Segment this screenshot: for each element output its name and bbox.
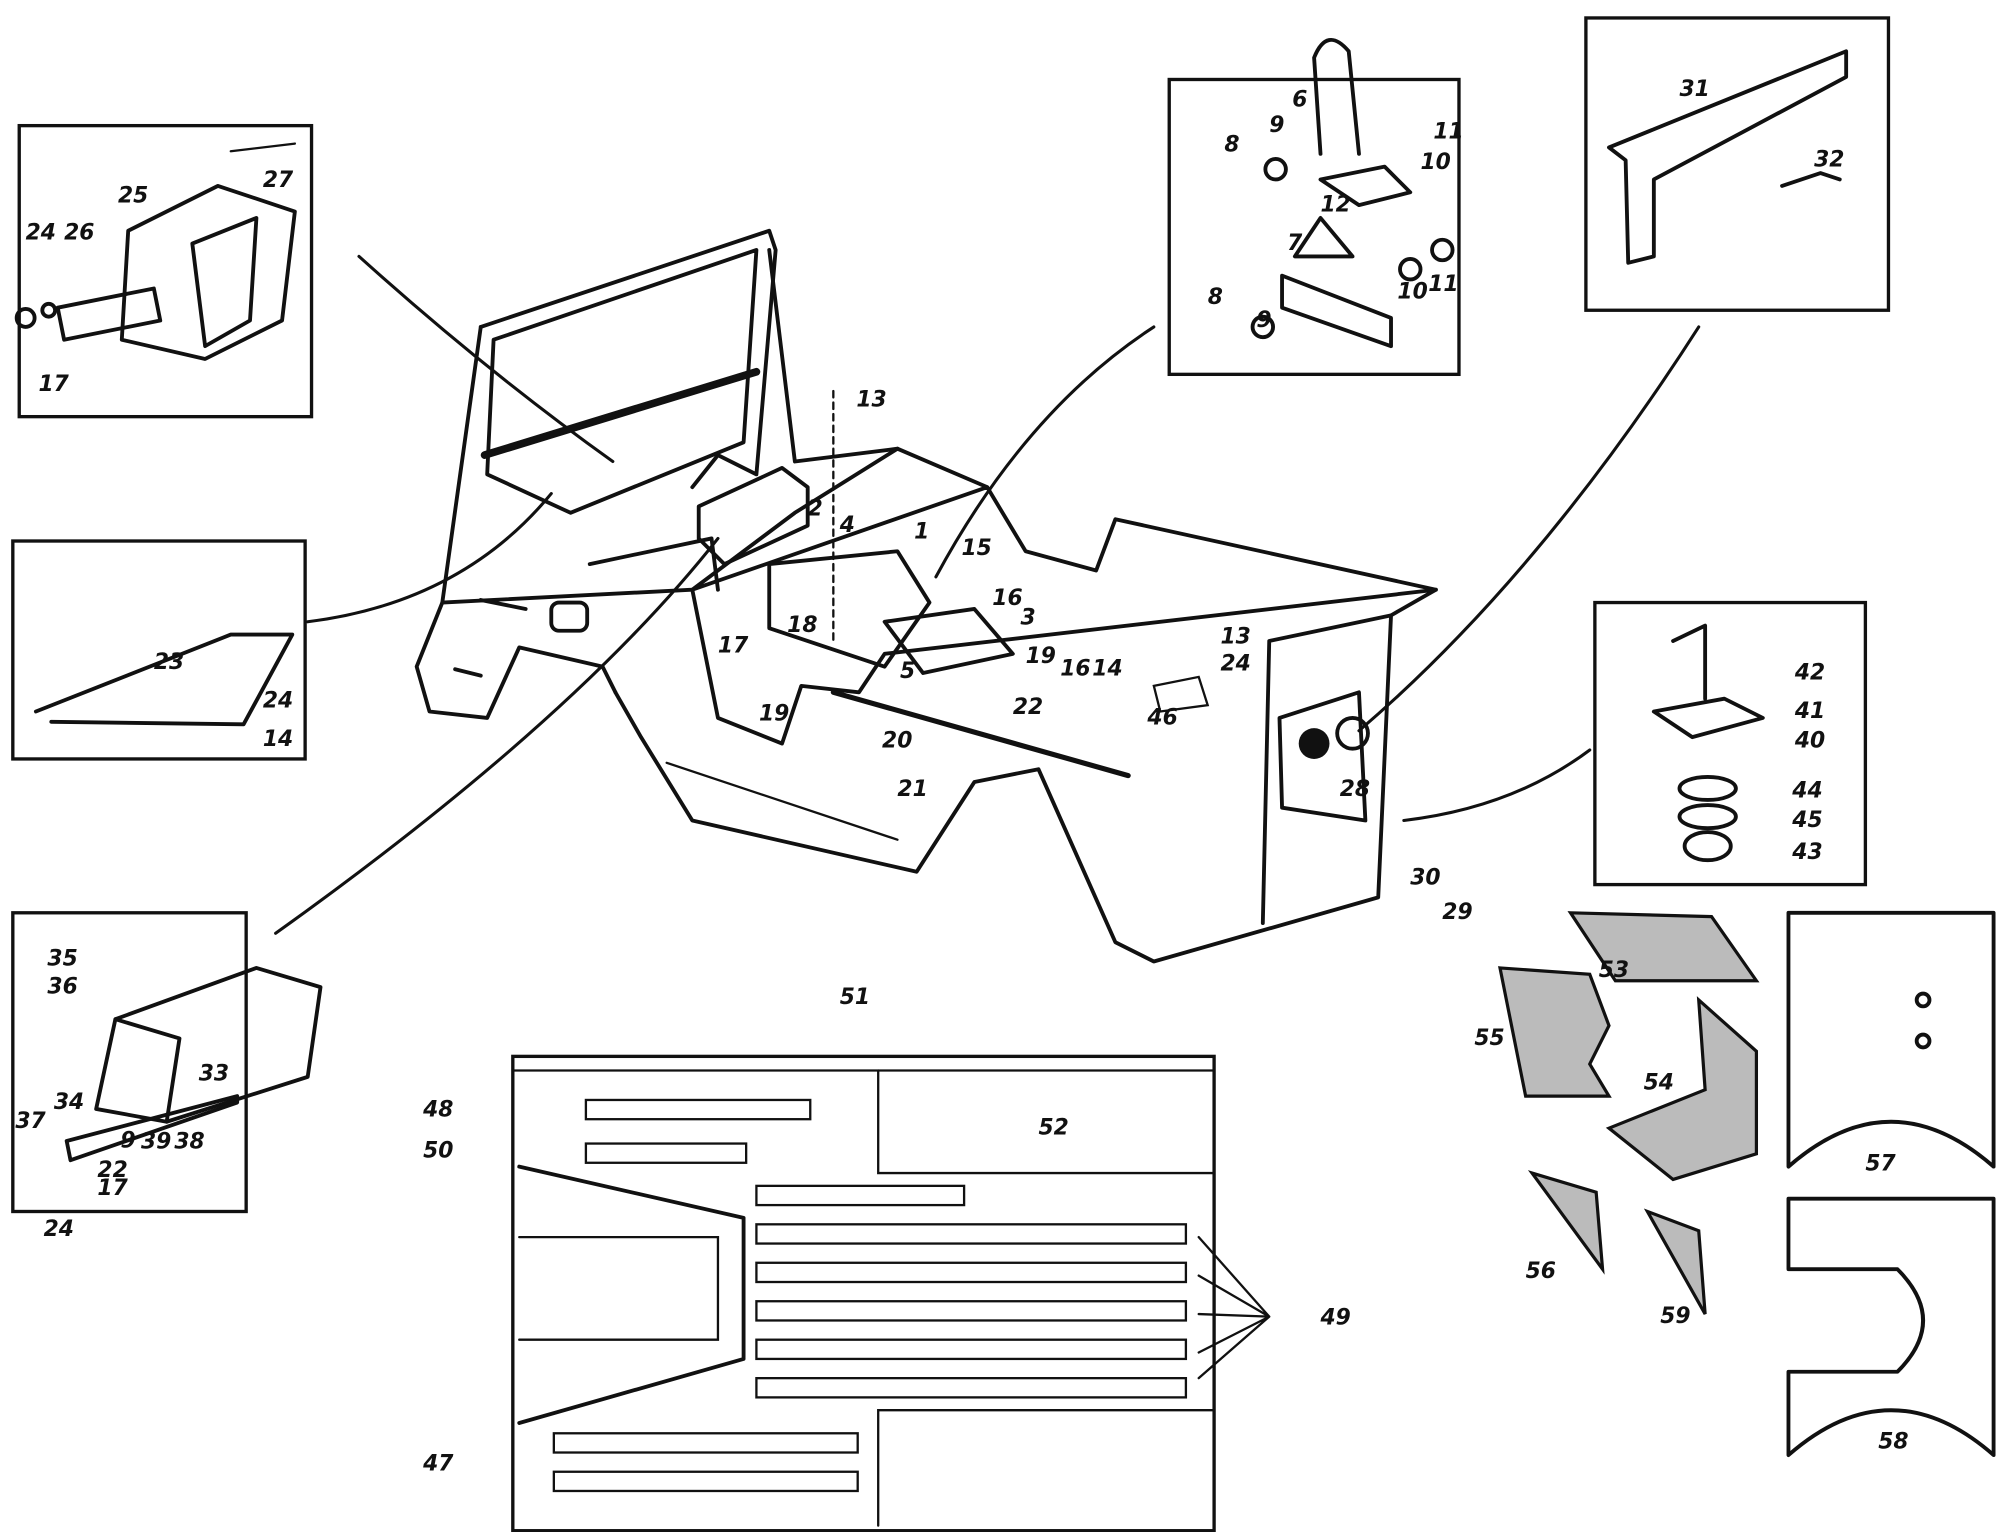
part-label: 59 bbox=[1660, 1304, 1690, 1329]
part-label: 22 bbox=[97, 1158, 127, 1183]
part-label: 24 bbox=[26, 221, 56, 246]
part-label: 13 bbox=[1221, 625, 1251, 650]
part-label: 44 bbox=[1791, 778, 1822, 803]
part-label: 19 bbox=[759, 701, 789, 726]
part-label: 48 bbox=[422, 1098, 453, 1123]
part-label: 41 bbox=[1794, 699, 1825, 724]
part-label: 24 bbox=[1221, 651, 1251, 676]
part-label: 55 bbox=[1474, 1026, 1504, 1051]
part-label: 53 bbox=[1599, 958, 1629, 983]
part-label: 50 bbox=[423, 1139, 453, 1164]
part-label: 29 bbox=[1442, 900, 1472, 925]
part-label: 4 bbox=[839, 513, 855, 538]
part-label: 11 bbox=[1428, 272, 1458, 297]
part-label: 49 bbox=[1320, 1305, 1351, 1330]
leader-curve bbox=[274, 536, 720, 935]
bolt-drawing bbox=[1780, 171, 1842, 188]
mount-bracket-drawing bbox=[14, 142, 297, 361]
part-label: 14 bbox=[263, 727, 293, 752]
part-label: 26 bbox=[64, 221, 94, 246]
part-label: 56 bbox=[1526, 1259, 1556, 1284]
part-label: 14 bbox=[1092, 657, 1122, 682]
part-label: 52 bbox=[1038, 1116, 1068, 1141]
part-label: 28 bbox=[1340, 777, 1370, 802]
part-label: 31 bbox=[1679, 77, 1709, 102]
part-label: 27 bbox=[263, 168, 294, 193]
part-label: 46 bbox=[1146, 705, 1177, 730]
leader-curve bbox=[357, 254, 615, 464]
part-label: 33 bbox=[199, 1062, 229, 1087]
panel-mount-bracket bbox=[17, 123, 314, 419]
leader-curve bbox=[306, 492, 553, 624]
part-label: 20 bbox=[882, 728, 912, 753]
part-label: 5 bbox=[900, 659, 915, 684]
part-label: 7 bbox=[1287, 231, 1303, 256]
part-label: 40 bbox=[1794, 728, 1825, 753]
part-label: 58 bbox=[1878, 1430, 1908, 1455]
rail-drawing bbox=[1607, 49, 1849, 265]
part-label: 21 bbox=[897, 777, 927, 802]
part-label: 12 bbox=[1321, 193, 1351, 218]
part-label: 17 bbox=[38, 372, 69, 397]
vehicle-body bbox=[414, 228, 1438, 964]
part-label: 37 bbox=[15, 1109, 46, 1134]
part-label: 8 bbox=[1224, 132, 1239, 157]
panel-rod bbox=[11, 539, 307, 761]
part-label: 9 bbox=[1269, 113, 1284, 138]
part-label: 45 bbox=[1791, 808, 1822, 833]
part-label: 8 bbox=[1208, 285, 1223, 310]
leader-curve bbox=[1357, 325, 1701, 733]
part-label: 36 bbox=[47, 975, 77, 1000]
part-label: 16 bbox=[1060, 657, 1090, 682]
part-label: 16 bbox=[992, 586, 1022, 611]
part-label: 39 bbox=[141, 1130, 171, 1155]
part-label: 18 bbox=[787, 613, 817, 638]
part-label: 9 bbox=[1256, 308, 1271, 333]
part-label: 13 bbox=[856, 387, 886, 412]
part-label: 17 bbox=[97, 1176, 128, 1201]
latch-drawing bbox=[1250, 38, 1455, 349]
part-labels: 27 25 24 26 17 23 24 14 35 36 33 34 37 9… bbox=[15, 77, 1908, 1476]
part-label: 19 bbox=[1026, 644, 1056, 669]
part-label: 9 bbox=[121, 1128, 136, 1153]
part-label: 2 bbox=[808, 496, 823, 521]
part-label: 34 bbox=[54, 1090, 84, 1115]
part-label: 6 bbox=[1292, 87, 1307, 112]
patch-panels-drawing bbox=[1498, 910, 1996, 1458]
toolbox-drawing bbox=[64, 965, 323, 1163]
part-label: 47 bbox=[422, 1451, 454, 1476]
part-label: 15 bbox=[962, 536, 992, 561]
part-label: 10 bbox=[1421, 150, 1451, 175]
part-label: 24 bbox=[263, 689, 293, 714]
part-label: 3 bbox=[1021, 605, 1036, 630]
rod-drawing bbox=[33, 632, 295, 727]
part-label: 25 bbox=[118, 184, 148, 209]
leader-curve bbox=[1402, 748, 1592, 823]
part-label: 42 bbox=[1794, 660, 1825, 685]
floor-plate-drawing bbox=[511, 1054, 1271, 1532]
part-label: 1 bbox=[914, 519, 929, 544]
part-label: 30 bbox=[1410, 866, 1440, 891]
part-label: 57 bbox=[1865, 1151, 1896, 1176]
part-label: 17 bbox=[718, 634, 749, 659]
part-label: 38 bbox=[174, 1130, 204, 1155]
panel-toolbox bbox=[11, 911, 248, 1214]
part-label: 35 bbox=[47, 946, 77, 971]
mount-stack-drawing bbox=[1651, 623, 1765, 863]
part-label: 23 bbox=[154, 650, 184, 675]
part-label: 11 bbox=[1433, 119, 1463, 144]
part-label: 32 bbox=[1814, 148, 1844, 173]
panel-rail bbox=[1584, 16, 1891, 312]
part-label: 24 bbox=[44, 1217, 74, 1242]
part-label: 22 bbox=[1013, 695, 1043, 720]
part-label: 51 bbox=[840, 985, 870, 1010]
panel-mount-stack bbox=[1593, 600, 1868, 887]
part-label: 10 bbox=[1397, 280, 1427, 305]
leader-curve bbox=[934, 325, 1156, 579]
part-label: 43 bbox=[1791, 840, 1822, 865]
part-label: 54 bbox=[1644, 1071, 1674, 1096]
